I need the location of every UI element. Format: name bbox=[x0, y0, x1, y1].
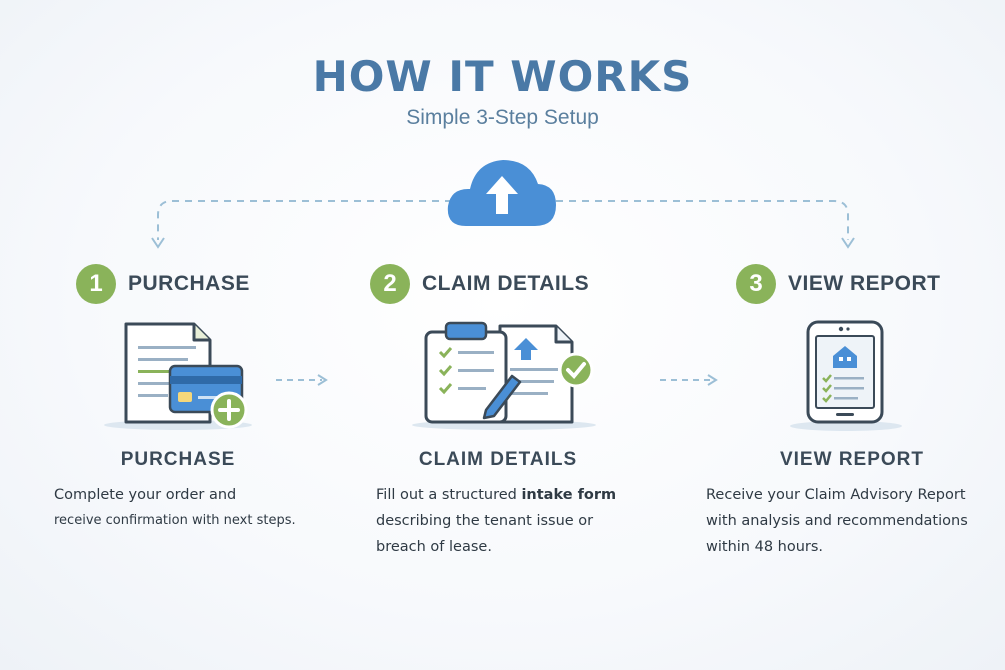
step-1-desc-line-2: receive confirmation with next steps. bbox=[54, 513, 296, 528]
step-2-desc-line-2: describing the tenant issue or bbox=[376, 513, 594, 529]
step-2-desc-line-1-pre: Fill out a structured bbox=[376, 487, 522, 503]
step-3-description: Receive your Claim Advisory Report with … bbox=[706, 482, 1002, 560]
step-3-heading: 3 VIEW REPORT bbox=[736, 264, 941, 304]
invoice-credit-card-icon bbox=[104, 322, 252, 430]
step-3-title: VIEW REPORT bbox=[788, 272, 941, 295]
step-arrow-2-3-head bbox=[707, 374, 718, 386]
step-3-desc-line-2: with analysis and recommendations bbox=[706, 513, 968, 529]
step-2-heading: 2 CLAIM DETAILS bbox=[370, 264, 589, 304]
step-3-desc-line-1: Receive your Claim Advisory Report bbox=[706, 487, 966, 503]
step-1-title: PURCHASE bbox=[128, 272, 250, 295]
step-2-description: Fill out a structured intake form descri… bbox=[376, 482, 676, 560]
step-2-label: CLAIM DETAILS bbox=[418, 449, 578, 470]
page-subtitle: Simple 3-Step Setup bbox=[406, 106, 599, 129]
step-arrow-1-2-head bbox=[317, 374, 328, 386]
step-1-heading: 1 PURCHASE bbox=[76, 264, 250, 304]
step-3-badge: 3 bbox=[736, 264, 776, 304]
clipboard-document-icon bbox=[412, 321, 596, 430]
step-2-title: CLAIM DETAILS bbox=[422, 272, 590, 295]
step-3-label: VIEW REPORT bbox=[779, 449, 924, 470]
step-2-desc-line-3: breach of lease. bbox=[376, 539, 492, 555]
step-3-desc-line-3: within 48 hours. bbox=[706, 539, 824, 555]
tablet-report-icon bbox=[790, 320, 902, 431]
cloud-upload-icon bbox=[447, 160, 556, 226]
step-1-desc-line-1: Complete your order and bbox=[54, 487, 237, 503]
step-1-description: Complete your order and receive confirma… bbox=[54, 482, 354, 534]
arrowhead-right bbox=[841, 237, 855, 249]
step-1-label: PURCHASE bbox=[120, 449, 236, 470]
dashed-connector-right bbox=[556, 200, 849, 240]
step-2-desc-line-1: Fill out a structured intake form bbox=[376, 482, 676, 508]
step-1-badge: 1 bbox=[76, 264, 116, 304]
dashed-connector-left bbox=[157, 200, 452, 240]
page-title: HOW IT WORKS bbox=[312, 52, 693, 101]
step-2-badge: 2 bbox=[370, 264, 410, 304]
arrowhead-left bbox=[151, 237, 165, 249]
step-2-desc-line-1-bold: intake form bbox=[521, 487, 617, 503]
